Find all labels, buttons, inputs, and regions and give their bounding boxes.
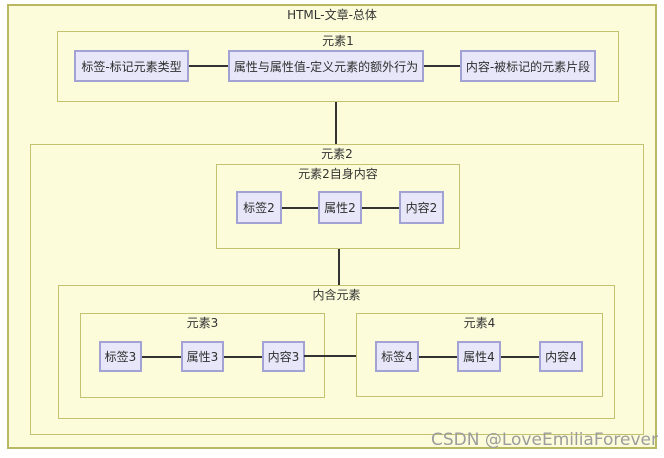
group-inner-elements: 内含元素 元素3 标签3 属性3 内容3 元素4 标签4 属性	[58, 285, 615, 419]
connector-selfcontent-inner	[338, 249, 340, 285]
connector-tag4-attr4	[419, 356, 457, 358]
group-element2-self-content: 元素2自身内容 标签2 属性2 内容2	[216, 164, 460, 249]
node-attr2: 属性2	[318, 191, 362, 224]
node-content4: 内容4	[539, 341, 583, 372]
connector-attr2-content2	[362, 207, 399, 209]
group-element1: 元素1 标签-标记元素类型 属性与属性值-定义元素的额外行为 内容-被标记的元素…	[57, 31, 619, 102]
node-attr3: 属性3	[181, 341, 224, 372]
connector-element3-element4	[304, 355, 374, 357]
node-element1-content: 内容-被标记的元素片段	[460, 50, 596, 82]
group-element3: 元素3 标签3 属性3 内容3	[80, 313, 325, 398]
connector-tag2-attr2	[282, 207, 318, 209]
node-attr4: 属性4	[457, 341, 501, 372]
node-content3: 内容3	[262, 341, 305, 372]
group-title-overall: HTML-文章-总体	[287, 8, 377, 22]
node-element1-tag: 标签-标记元素类型	[74, 50, 189, 82]
node-element1-attr: 属性与属性值-定义元素的额外行为	[228, 50, 424, 82]
connector-attr4-content4	[501, 356, 539, 358]
connector-element1-element2	[335, 102, 337, 144]
connector-element1-tag-attr	[189, 65, 228, 67]
group-title-element3: 元素3	[186, 316, 219, 330]
csdn-watermark: CSDN @LoveEmiliaForever	[430, 430, 658, 450]
connector-element1-attr-content	[424, 65, 460, 67]
group-title-element2: 元素2	[321, 147, 353, 161]
group-title-element2-self-content: 元素2自身内容	[298, 167, 378, 181]
group-element4: 元素4 标签4 属性4 内容4	[356, 313, 603, 397]
connector-tag3-attr3	[142, 356, 181, 358]
connector-attr3-content3	[224, 356, 262, 358]
node-tag2: 标签2	[236, 191, 282, 224]
group-title-inner-elements: 内含元素	[312, 288, 361, 302]
group-element2: 元素2 元素2自身内容 标签2 属性2 内容2 内含元素 元素3 标签3	[30, 144, 644, 435]
group-html-article-overall: HTML-文章-总体 元素1 标签-标记元素类型 属性与属性值-定义元素的额外行…	[7, 4, 657, 449]
node-tag3: 标签3	[99, 341, 142, 372]
group-title-element4: 元素4	[463, 316, 496, 330]
node-content2: 内容2	[399, 191, 444, 224]
group-title-element1: 元素1	[322, 34, 354, 48]
node-tag4: 标签4	[375, 341, 419, 372]
